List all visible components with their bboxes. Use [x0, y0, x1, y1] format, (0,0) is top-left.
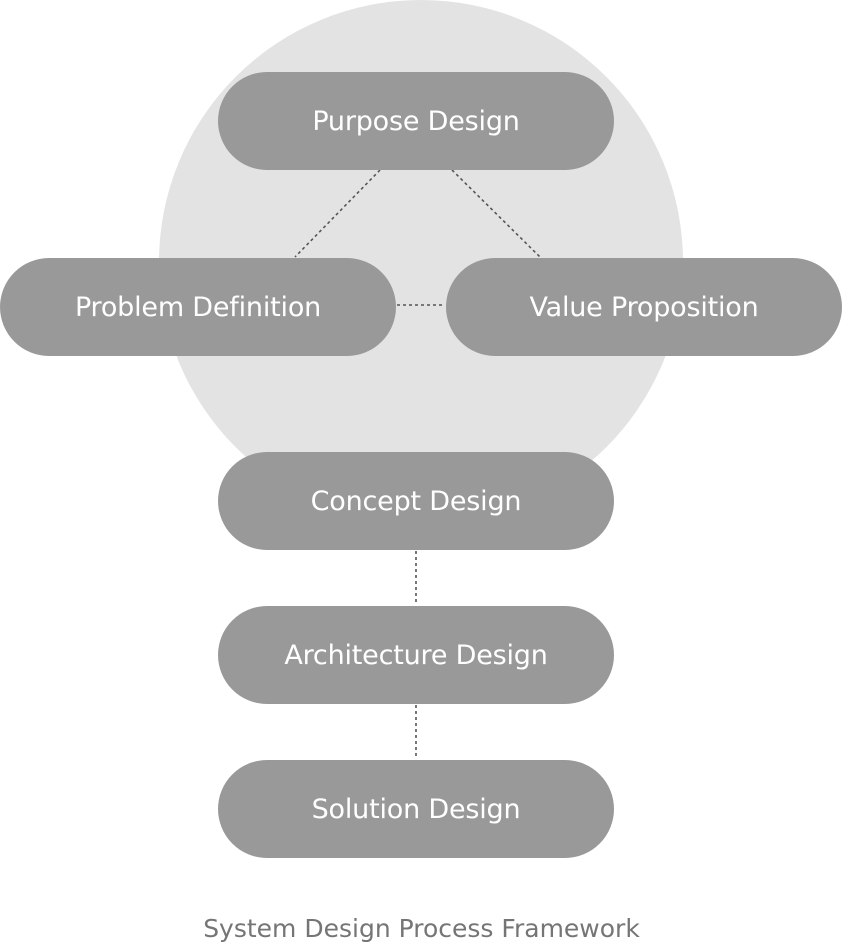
node-label: Concept Design [310, 485, 522, 517]
node-label: Solution Design [311, 793, 521, 825]
node-label: Problem Definition [74, 291, 322, 323]
node-architecture-design: Architecture Design [218, 606, 614, 704]
connector-purpose-problem [294, 169, 381, 258]
node-concept-design: Concept Design [218, 452, 614, 550]
node-value-proposition: Value Proposition [446, 258, 842, 356]
node-label: Architecture Design [284, 639, 548, 671]
diagram-caption: System Design Process Framework [203, 914, 640, 943]
node-solution-design: Solution Design [218, 760, 614, 858]
node-label: Value Proposition [529, 291, 759, 323]
node-label: Purpose Design [312, 105, 520, 137]
node-problem-definition: Problem Definition [0, 258, 396, 356]
connector-purpose-value [451, 169, 541, 258]
node-purpose-design: Purpose Design [218, 72, 614, 170]
